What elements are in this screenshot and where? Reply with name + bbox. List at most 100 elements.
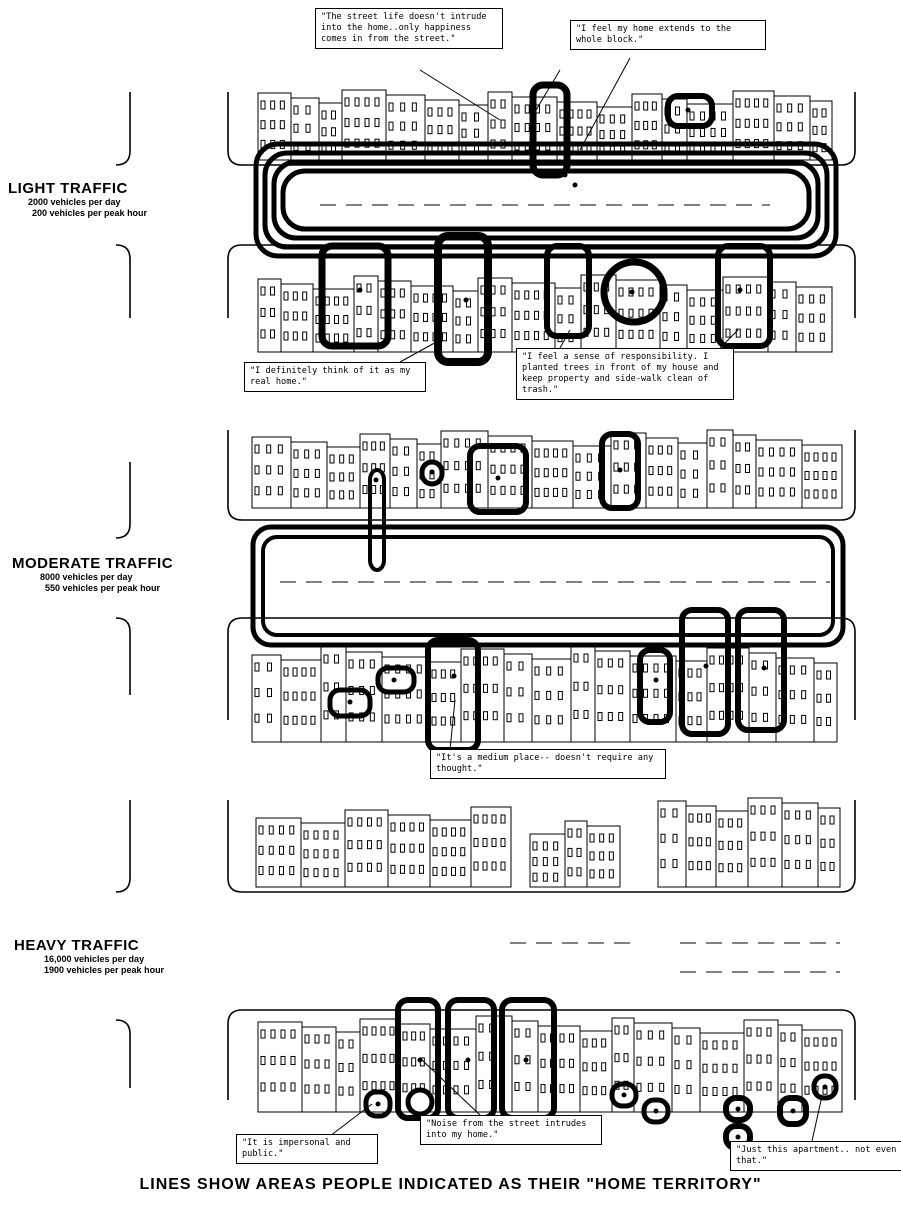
moderate-top-houses-window: [745, 485, 750, 495]
light-bottom-houses-window: [628, 308, 634, 318]
moderate-top-houses-window: [534, 487, 540, 497]
moderate-top-houses-window: [667, 445, 673, 455]
light-top-houses-window: [787, 122, 793, 132]
light-top-houses-window: [293, 123, 299, 133]
moderate-top-houses-window: [454, 461, 460, 471]
moderate-top-houses-window: [709, 483, 715, 493]
moderate-top-houses-window: [266, 444, 272, 454]
heavy-bottom-houses-window: [746, 1054, 752, 1064]
moderate-bottom-houses-window: [573, 681, 579, 691]
heavy-top-houses-b-window: [599, 833, 605, 843]
light-top-houses-window: [524, 123, 530, 133]
heavy-bottom-houses-window: [766, 1027, 772, 1037]
leader-home-extends: [579, 57, 631, 151]
heavy-bottom-houses-window: [362, 1026, 368, 1036]
moderate-top-houses-window: [475, 461, 481, 471]
light-bottom-houses-window: [283, 311, 289, 321]
heavy-bottom-houses-window: [559, 1058, 565, 1068]
light-bottom-houses-facade: [554, 287, 582, 353]
heavy-top-houses-a-window: [289, 845, 295, 855]
heavy-top-houses-b-window: [576, 828, 582, 838]
heavy-bottom-houses-window: [280, 1029, 286, 1039]
light-bottom-houses-window: [628, 329, 634, 339]
moderate-top-houses-window: [304, 468, 310, 478]
light-bottom-houses-window: [302, 291, 308, 301]
light-bottom-houses-window: [283, 331, 289, 341]
moderate-top-row-outline: [227, 430, 856, 521]
light-bottom-houses-window: [809, 332, 815, 342]
heavy-bottom-houses-window: [591, 1086, 597, 1096]
heavy-bottom-houses-window: [790, 1032, 796, 1042]
moderate-bottom-row-outline: [227, 617, 856, 720]
light-bottom-houses-window: [514, 290, 520, 300]
heavy-top-houses-a-window: [357, 840, 363, 850]
heavy-top-houses-a-window: [313, 849, 319, 859]
heavy-bottom-houses-window: [324, 1034, 330, 1044]
heavy-top-houses-b-window: [532, 872, 538, 882]
heavy-bottom-houses-window: [514, 1028, 520, 1038]
heavy-residence-dot: [621, 1092, 627, 1098]
heavy-top-houses-c-window: [760, 805, 766, 815]
heavy-top-houses-a-window: [451, 847, 456, 857]
heavy-bottom-houses-window: [348, 1039, 354, 1049]
light-bottom-houses-window: [343, 296, 349, 306]
heavy-bottom-houses-window: [411, 1057, 417, 1067]
moderate-territory-loop-inner: [261, 535, 835, 637]
light-top-houses-window: [643, 120, 649, 130]
moderate-top-houses-window: [266, 486, 272, 496]
moderate-top-houses-window: [779, 467, 785, 477]
heavy-bottom-houses-window: [348, 1086, 354, 1096]
leader-medium-place: [449, 699, 456, 751]
light-bottom-houses-window: [292, 291, 298, 301]
moderate-top-houses-window: [348, 454, 354, 464]
moderate-top-houses-window: [745, 442, 750, 452]
heavy-top-houses-a-window: [409, 843, 415, 853]
light-traffic-title: LIGHT TRAFFIC: [8, 180, 128, 197]
moderate-bottom-houses-window: [483, 711, 488, 721]
moderate-bottom-houses-window: [518, 687, 524, 697]
moderate-residence-dot: [495, 475, 501, 481]
moderate-top-houses-window: [693, 488, 698, 498]
heavy-left-bracket-bottom: [115, 1019, 131, 1088]
light-top-houses-window: [577, 109, 583, 119]
light-bottom-houses-window: [725, 328, 731, 338]
light-bottom-houses-window: [260, 286, 266, 296]
moderate-top-houses-window: [362, 463, 368, 473]
heavy-top-houses-a-window: [482, 861, 488, 871]
moderate-bottom-houses-window: [583, 681, 589, 691]
moderate-top-houses-window: [667, 466, 673, 476]
heavy-top-houses-b-window: [599, 869, 605, 879]
heavy-bottom-houses-window: [766, 1081, 772, 1091]
light-bottom-houses-window: [662, 331, 668, 341]
moderate-top-houses-window: [804, 489, 810, 499]
heavy-top-houses-c-window: [688, 861, 694, 871]
moderate-bottom-houses-window: [719, 710, 724, 720]
heavy-territory-lobe-f: [641, 1097, 671, 1125]
heavy-top-houses-c-facade: [657, 800, 687, 888]
heavy-bottom-houses-window: [636, 1082, 642, 1092]
moderate-top-houses-window: [293, 449, 299, 459]
moderate-left-bracket-top: [115, 462, 131, 539]
light-top-houses-window: [331, 127, 336, 137]
moderate-top-houses-window: [392, 446, 398, 456]
moderate-territory-lobe-h: [637, 647, 673, 725]
heavy-top-houses-a-window: [451, 866, 456, 876]
moderate-residence-dot: [761, 665, 767, 671]
light-top-houses-window: [797, 122, 803, 132]
heavy-bottom-houses-window: [411, 1031, 417, 1041]
moderate-bottom-houses-window: [463, 683, 469, 693]
heavy-residence-dot: [417, 1057, 423, 1063]
light-bottom-houses-window: [514, 331, 520, 341]
light-top-houses-window: [344, 97, 350, 107]
moderate-top-houses-window: [543, 468, 549, 478]
heavy-bottom-row-outline: [227, 1009, 856, 1100]
heavy-bottom-houses-window: [304, 1059, 310, 1069]
light-bottom-houses-window: [746, 306, 751, 316]
heavy-top-houses-a-window: [323, 849, 329, 859]
moderate-top-houses-window: [804, 452, 810, 462]
light-top-houses-window: [744, 118, 750, 128]
heavy-bottom-houses-window: [453, 1036, 459, 1046]
heavy-top-houses-a-window: [491, 814, 497, 824]
heavy-territory-ring: [405, 1087, 435, 1117]
light-top-houses-window: [364, 118, 370, 128]
